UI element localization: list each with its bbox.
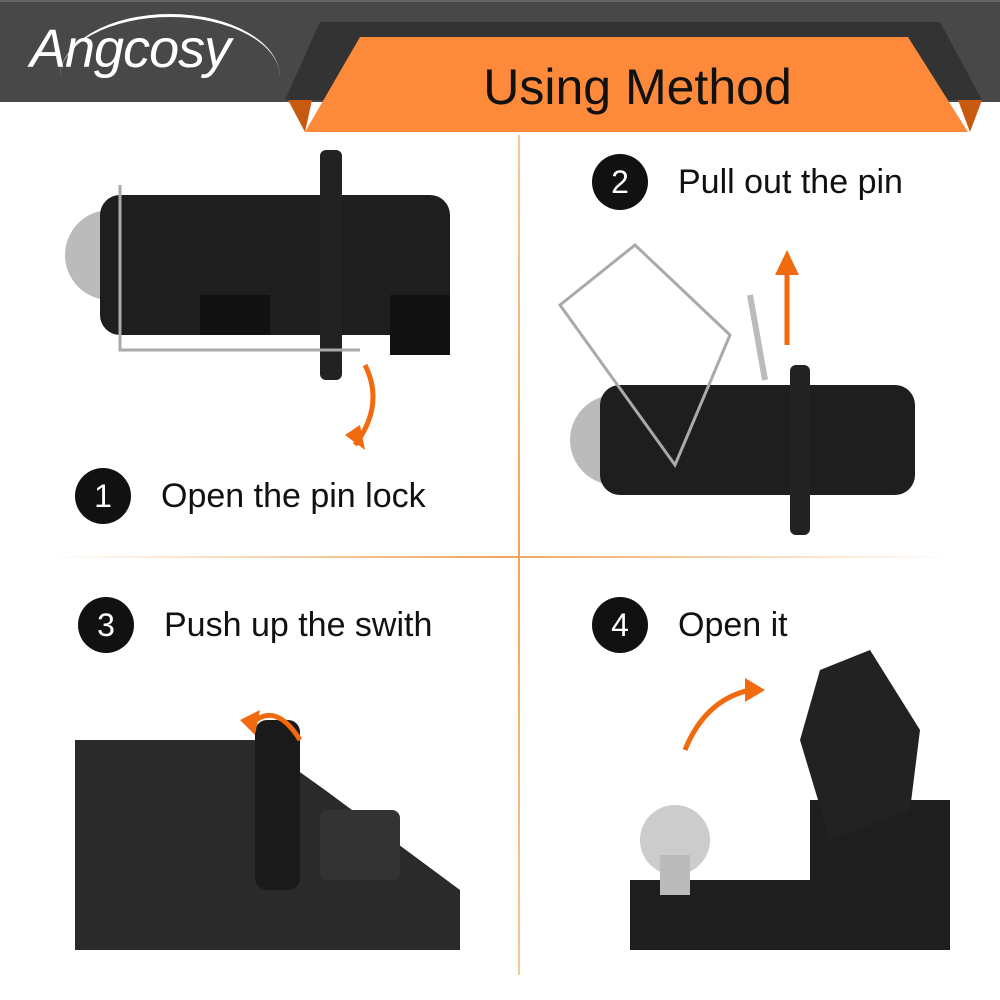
- brand-logo: Angcosy: [30, 19, 231, 79]
- step-number-badge: 3: [78, 597, 134, 653]
- step-label: Push up the swith: [164, 605, 433, 644]
- step-number-badge: 4: [592, 597, 648, 653]
- photo-step-1: [65, 150, 450, 450]
- photo-step-3: [75, 710, 460, 950]
- photo-step-4: [630, 650, 950, 950]
- step-3: 3 Push up the swith: [78, 597, 432, 653]
- step-4: 4 Open it: [592, 597, 788, 653]
- logo-arc: [60, 14, 280, 77]
- step-label: Open it: [678, 605, 788, 644]
- step-1: 1 Open the pin lock: [75, 468, 426, 524]
- page-title: Using Method: [483, 59, 792, 115]
- step-number-badge: 2: [592, 154, 648, 210]
- step-label: Pull out the pin: [678, 162, 903, 201]
- step-label: Open the pin lock: [161, 476, 426, 515]
- photo-step-2: [557, 243, 915, 535]
- step-number-badge: 1: [75, 468, 131, 524]
- divider-vertical: [518, 135, 520, 975]
- divider-horizontal: [50, 556, 950, 558]
- step-2: 2 Pull out the pin: [592, 154, 903, 210]
